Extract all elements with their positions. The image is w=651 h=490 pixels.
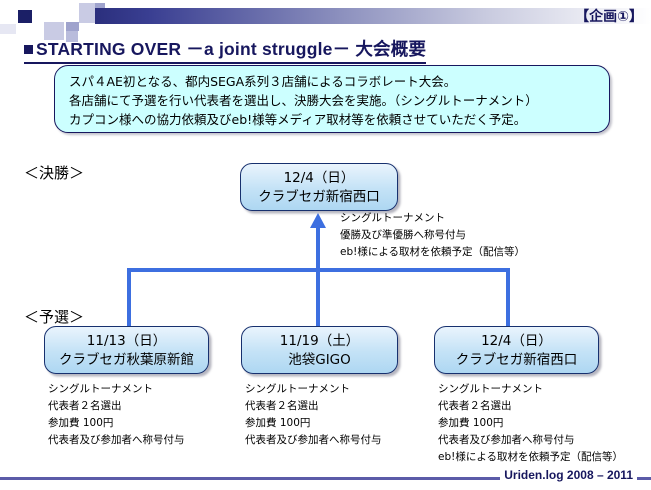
summary-line: カプコン様への協力依頼及びeb!様等メディア取材等を依頼させていただく予定。 bbox=[69, 112, 527, 127]
connector-drop-center bbox=[316, 268, 320, 328]
page-title-text: STARTING OVER －a joint struggle－ 大会概要 bbox=[36, 39, 427, 59]
stage-label-prelim: ＜予選＞ bbox=[24, 308, 85, 326]
note-line: シングルトーナメント bbox=[438, 383, 543, 395]
corner-label: 【企画①】 bbox=[575, 8, 643, 24]
header-square-icon bbox=[0, 24, 16, 34]
connector-stem-up bbox=[316, 228, 320, 270]
prelim-notes-3: シングルトーナメント 代表者２名選出 参加費 100円 代表者及び参加者へ称号付… bbox=[438, 381, 623, 466]
prelim-node-venue: クラブセガ新宿西口 bbox=[455, 352, 578, 368]
prelim-node-venue: クラブセガ秋葉原新館 bbox=[59, 352, 194, 368]
final-node-box: 12/4（日） クラブセガ新宿西口 bbox=[240, 163, 398, 211]
note-line: シングルトーナメント bbox=[340, 212, 445, 224]
header-square-icon bbox=[44, 22, 64, 40]
final-node-venue: クラブセガ新宿西口 bbox=[258, 189, 380, 205]
header-square-icon bbox=[66, 22, 79, 31]
prelim-node-date: 11/13（日） bbox=[86, 333, 167, 349]
stage-label-final: ＜決勝＞ bbox=[24, 164, 85, 182]
prelim-notes-2: シングルトーナメント 代表者２名選出 参加費 100円 代表者及び参加者へ称号付… bbox=[245, 381, 382, 449]
note-line: 参加費 100円 bbox=[438, 417, 504, 429]
connector-drop-right bbox=[506, 268, 510, 328]
prelim-node-date: 12/4（日） bbox=[481, 333, 552, 349]
summary-line: スパ４AE初となる、都内SEGA系列３店舗によるコラボレート大会。 bbox=[69, 74, 457, 89]
note-line: 代表者２名選出 bbox=[438, 400, 512, 412]
note-line: eb!様による取材を依頼予定（配信等） bbox=[438, 451, 624, 463]
header-square-icon bbox=[66, 31, 78, 42]
note-line: 代表者及び参加者へ称号付与 bbox=[438, 434, 575, 446]
prelim-node-box-1: 11/13（日） クラブセガ秋葉原新館 bbox=[44, 326, 209, 374]
arrow-up-icon bbox=[310, 213, 326, 228]
header-square-icon bbox=[18, 10, 32, 23]
note-line: 代表者及び参加者へ称号付与 bbox=[245, 434, 382, 446]
page-title: STARTING OVER －a joint struggle－ 大会概要 bbox=[24, 36, 427, 64]
note-line: シングルトーナメント bbox=[48, 383, 153, 395]
prelim-node-box-2: 11/19（土） 池袋GIGO bbox=[241, 326, 398, 374]
note-line: 代表者２名選出 bbox=[48, 400, 122, 412]
header-square-icon bbox=[44, 0, 66, 11]
final-node-notes: シングルトーナメント 優勝及び準優勝へ称号付与 eb!様による取材を依頼予定（配… bbox=[340, 210, 525, 261]
prelim-node-box-3: 12/4（日） クラブセガ新宿西口 bbox=[434, 326, 599, 374]
note-line: eb!様による取材を依頼予定（配信等） bbox=[340, 246, 526, 258]
square-bullet-icon bbox=[24, 45, 33, 54]
summary-box: スパ４AE初となる、都内SEGA系列３店舗によるコラボレート大会。 各店舗にて予… bbox=[54, 65, 610, 133]
note-line: シングルトーナメント bbox=[245, 383, 350, 395]
note-line: 参加費 100円 bbox=[245, 417, 311, 429]
header-square-icon bbox=[79, 3, 95, 23]
connector-drop-left bbox=[127, 268, 131, 328]
note-line: 代表者及び参加者へ称号付与 bbox=[48, 434, 185, 446]
prelim-node-date: 11/19（土） bbox=[279, 333, 360, 349]
footer-divider bbox=[0, 477, 651, 480]
header-square-icon bbox=[95, 3, 105, 8]
prelim-node-venue: 池袋GIGO bbox=[288, 352, 351, 368]
prelim-notes-1: シングルトーナメント 代表者２名選出 参加費 100円 代表者及び参加者へ称号付… bbox=[48, 381, 185, 449]
note-line: 優勝及び準優勝へ称号付与 bbox=[340, 229, 466, 241]
summary-line: 各店舗にて予選を行い代表者を選出し、決勝大会を実施。（シングルトーナメント） bbox=[69, 93, 538, 108]
note-line: 代表者２名選出 bbox=[245, 400, 319, 412]
note-line: 参加費 100円 bbox=[48, 417, 114, 429]
footer-text: Uriden.log 2008 – 2011 bbox=[500, 468, 637, 482]
final-node-date: 12/4（日） bbox=[283, 170, 355, 186]
header-gradient-banner bbox=[95, 8, 651, 24]
